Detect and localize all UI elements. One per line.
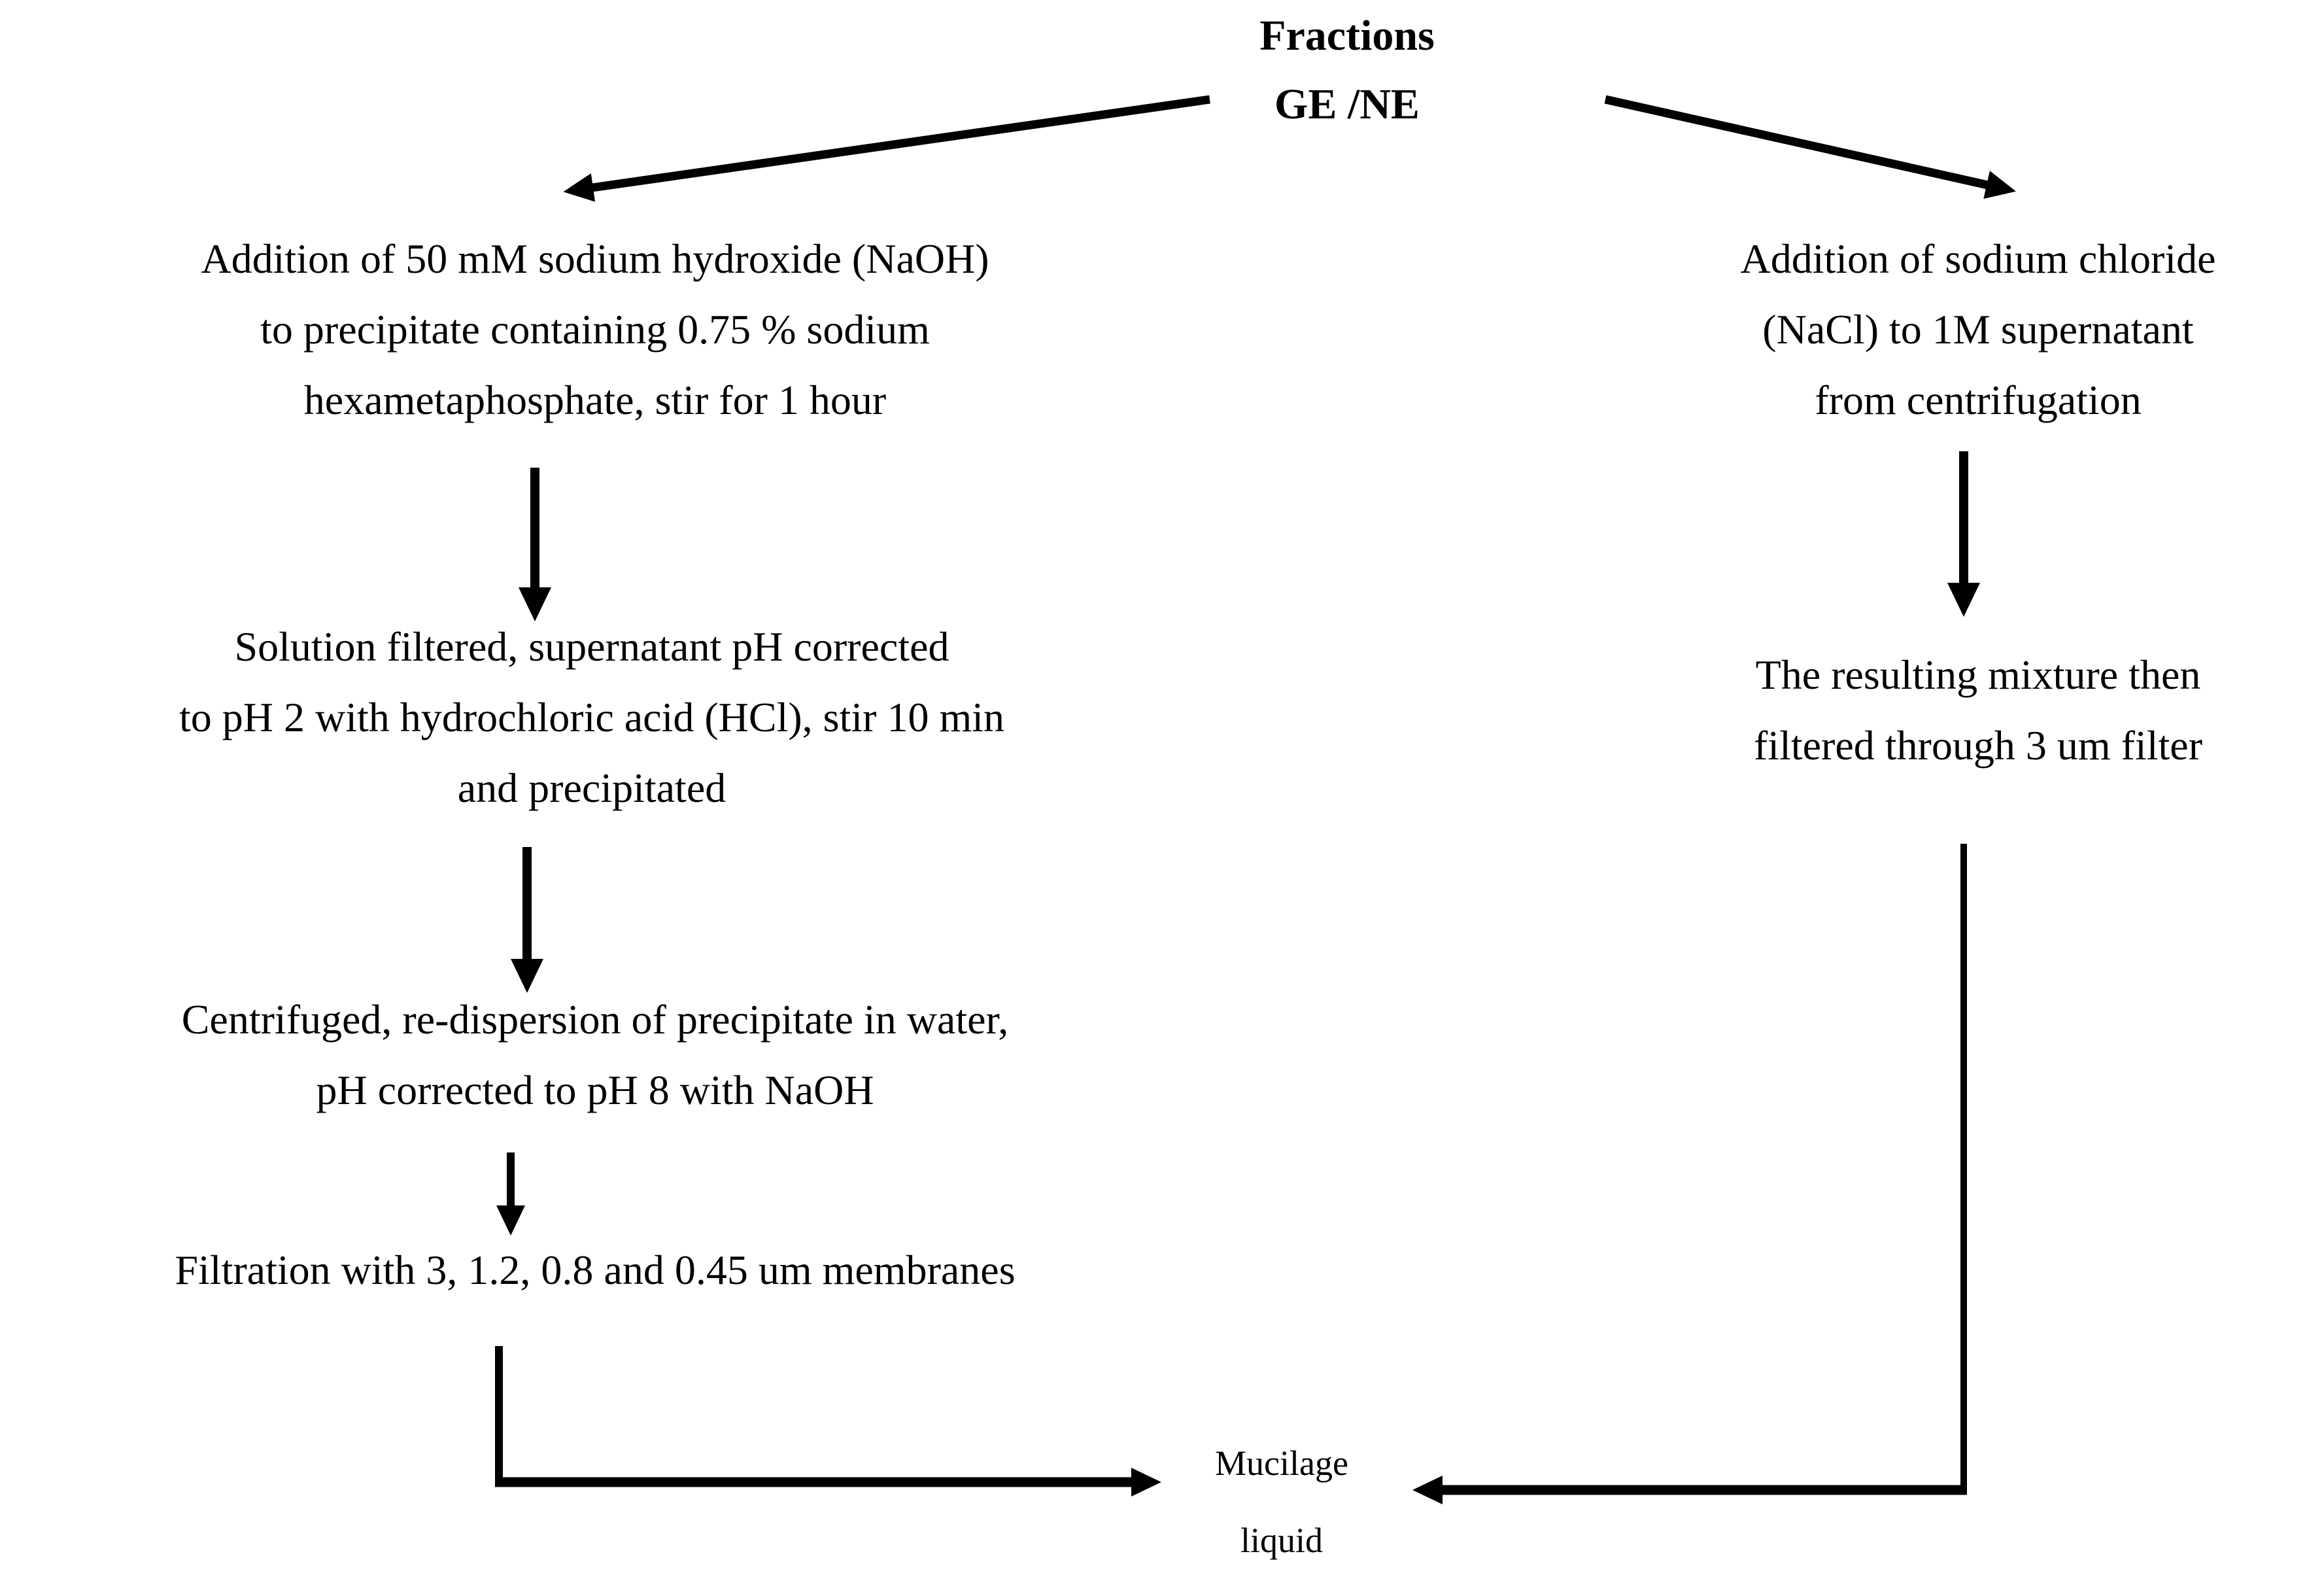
diagram-title: Fractions GE /NE [1259,12,1435,128]
arrow-diagonal-right-icon [1604,95,2016,199]
right-step-2-3um-filter: The resulting mixture then filtered thro… [1753,651,2203,769]
left-step-1-naoh-addition: Addition of 50 mM sodium hydroxide (NaOH… [201,235,989,423]
right-step-1-nacl-addition: Addition of sodium chloride (NaCl) to 1M… [1740,235,2216,423]
left-step-4-membrane-filtration: Filtration with 3, 1.2, 0.8 and 0.45 um … [175,1247,1016,1293]
result-mucilage-liquid: Mucilage liquid [1215,1444,1348,1560]
arrow-diagonal-left-icon [563,95,1210,202]
left-step-3-centrifuged-ph8: Centrifuged, re-dispersion of precipitat… [181,996,1009,1113]
left-step-2-filtered-ph2: Solution filtered, supernatant pH correc… [179,623,1005,811]
